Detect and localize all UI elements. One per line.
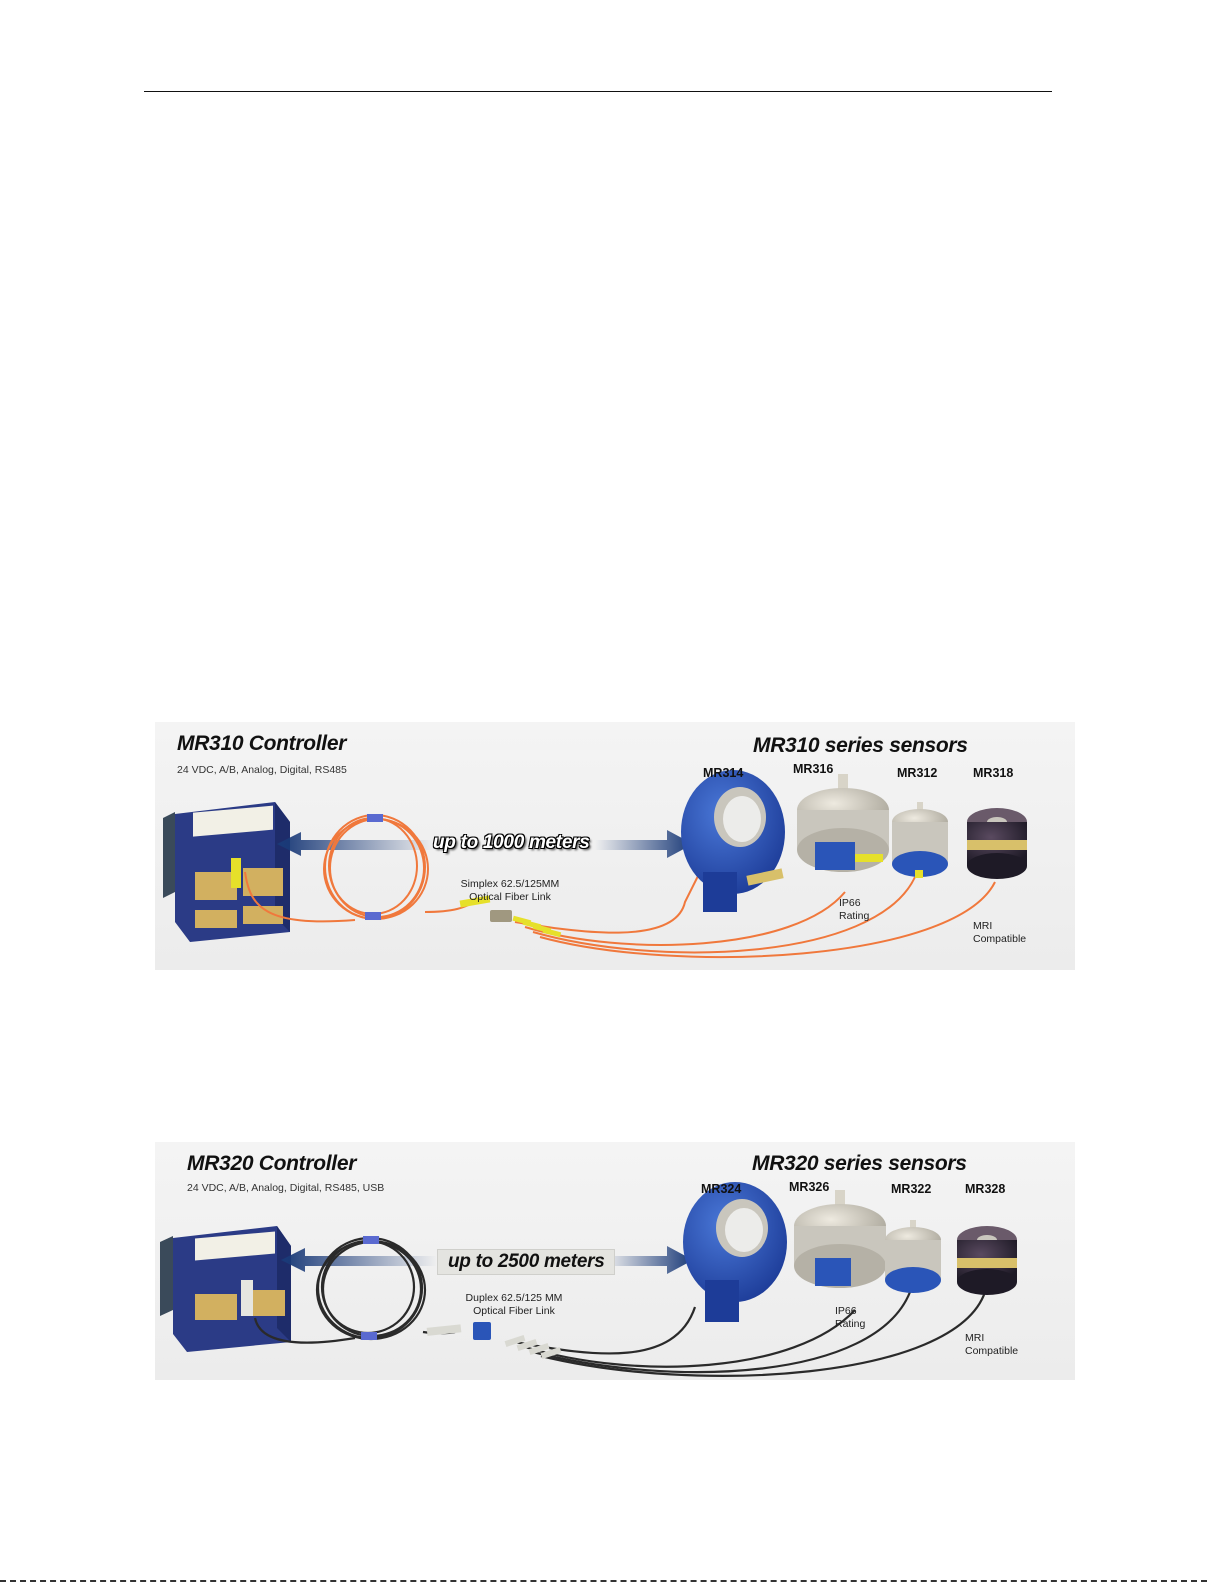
mri-note: MRI Compatible xyxy=(965,1332,1018,1358)
fiber-link-note: Simplex 62.5/125MM Optical Fiber Link xyxy=(455,878,565,904)
ip66-note: IP66 Rating xyxy=(835,1305,865,1331)
mri-compatible-label: Compatible xyxy=(973,933,1027,945)
sensor-label-mr328: MR328 xyxy=(965,1182,1006,1196)
sensor-label-mr324: MR324 xyxy=(701,1182,742,1196)
distance-arrow xyxy=(281,1246,693,1274)
mri-note: MRI Compatible xyxy=(973,920,1026,946)
mr316-encoder xyxy=(797,774,889,872)
controller-title: MR310 Controller xyxy=(177,732,347,755)
fiber-coil xyxy=(253,1236,456,1344)
ip-rating-label: Rating xyxy=(839,910,870,922)
controller-specs: 24 VDC, A/B, Analog, Digital, RS485 xyxy=(177,764,347,776)
fiber-link-desc: Optical Fiber Link xyxy=(473,1305,555,1317)
mr320-illustration xyxy=(160,1182,1017,1377)
controller-box xyxy=(163,802,290,942)
mr328-encoder xyxy=(957,1226,1017,1295)
distance-label: up to 2500 meters xyxy=(437,1249,616,1275)
mr318-encoder xyxy=(967,808,1027,879)
sensor-label-mr318: MR318 xyxy=(973,766,1014,780)
ip-rating-value: IP66 xyxy=(839,897,861,909)
mri-label: MRI xyxy=(965,1332,985,1344)
sensor-fiber-fanout xyxy=(512,871,996,959)
mr314-encoder xyxy=(681,770,785,912)
controller-specs: 24 VDC, A/B, Analog, Digital, RS485, USB xyxy=(187,1182,385,1194)
sensor-label-mr314: MR314 xyxy=(703,766,744,780)
fiber-coupler xyxy=(426,1322,491,1340)
ip-rating-label: Rating xyxy=(835,1318,866,1330)
mr326-encoder xyxy=(794,1190,886,1288)
mr320-system-diagram: MR320 Controller 24 VDC, A/B, Analog, Di… xyxy=(155,1142,1075,1380)
fiber-link-type: Simplex 62.5/125MM xyxy=(460,878,560,890)
distance-label: up to 1000 meters xyxy=(433,832,590,853)
mr312-encoder xyxy=(892,802,948,878)
sensor-label-mr326: MR326 xyxy=(789,1180,830,1194)
mr310-illustration xyxy=(163,770,1027,959)
ip66-note: IP66 Rating xyxy=(839,897,869,923)
fiber-link-desc: Optical Fiber Link xyxy=(469,891,551,903)
controller-title: MR320 Controller xyxy=(187,1152,357,1175)
fiber-coupler xyxy=(459,895,512,922)
mri-label: MRI xyxy=(973,920,993,932)
mr324-encoder xyxy=(683,1182,787,1322)
mr322-encoder xyxy=(885,1220,941,1293)
fiber-link-note: Duplex 62.5/125 MM Optical Fiber Link xyxy=(459,1292,569,1318)
controller-box xyxy=(160,1226,291,1352)
page-bottom-border xyxy=(0,1580,1207,1582)
sensor-label-mr322: MR322 xyxy=(891,1182,932,1196)
sensor-label-mr316: MR316 xyxy=(793,762,834,776)
fiber-coil xyxy=(244,814,476,923)
distance-arrow xyxy=(277,830,693,858)
mri-compatible-label: Compatible xyxy=(965,1345,1019,1357)
sensor-label-mr312: MR312 xyxy=(897,766,938,780)
fiber-link-type: Duplex 62.5/125 MM xyxy=(465,1292,563,1304)
header-rule xyxy=(144,91,1052,92)
ip-rating-value: IP66 xyxy=(835,1305,857,1317)
series-title: MR320 series sensors xyxy=(752,1152,967,1175)
sensor-fiber-fanout xyxy=(504,1291,987,1377)
series-title: MR310 series sensors xyxy=(753,734,968,757)
mr310-system-diagram: MR310 Controller 24 VDC, A/B, Analog, Di… xyxy=(155,722,1075,970)
